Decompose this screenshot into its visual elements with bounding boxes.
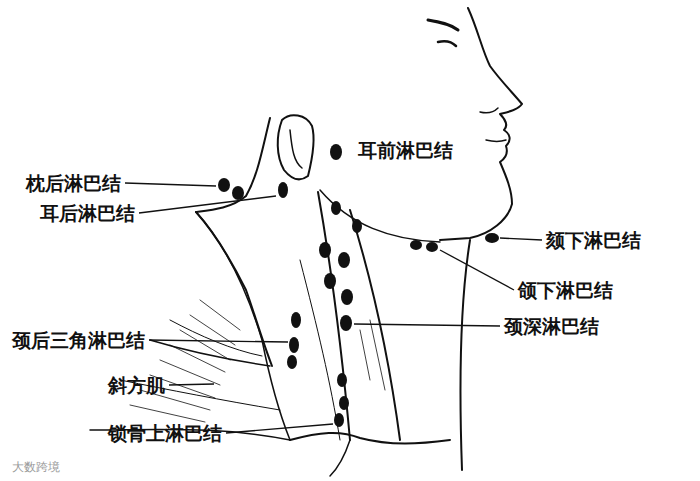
leader-line: [149, 340, 288, 342]
lymph-node-label: 颈深淋巴结: [504, 314, 599, 338]
muscle-label: 斜方肌: [108, 373, 165, 397]
lymph-node-label: 颌下淋巴结: [518, 278, 613, 302]
leader-line: [226, 424, 333, 433]
lymph-node-label: 耳后淋巴结: [40, 201, 135, 225]
leader-line: [169, 384, 214, 385]
watermark: 大数跨境: [12, 460, 60, 474]
leader-line: [354, 324, 500, 326]
leader-line: [440, 250, 514, 290]
lymph-node-label: 耳前淋巴结: [358, 138, 453, 162]
lymph-node-label: 枕后淋巴结: [26, 171, 121, 195]
leader-line: [139, 196, 276, 213]
leader-line: [125, 183, 216, 186]
leader-line: [500, 238, 542, 240]
lymph-node-label: 锁骨上淋巴结: [108, 421, 222, 445]
lymph-node-label: 颈后三角淋巴结: [12, 328, 145, 352]
lymph-node-label: 颏下淋巴结: [546, 228, 641, 252]
